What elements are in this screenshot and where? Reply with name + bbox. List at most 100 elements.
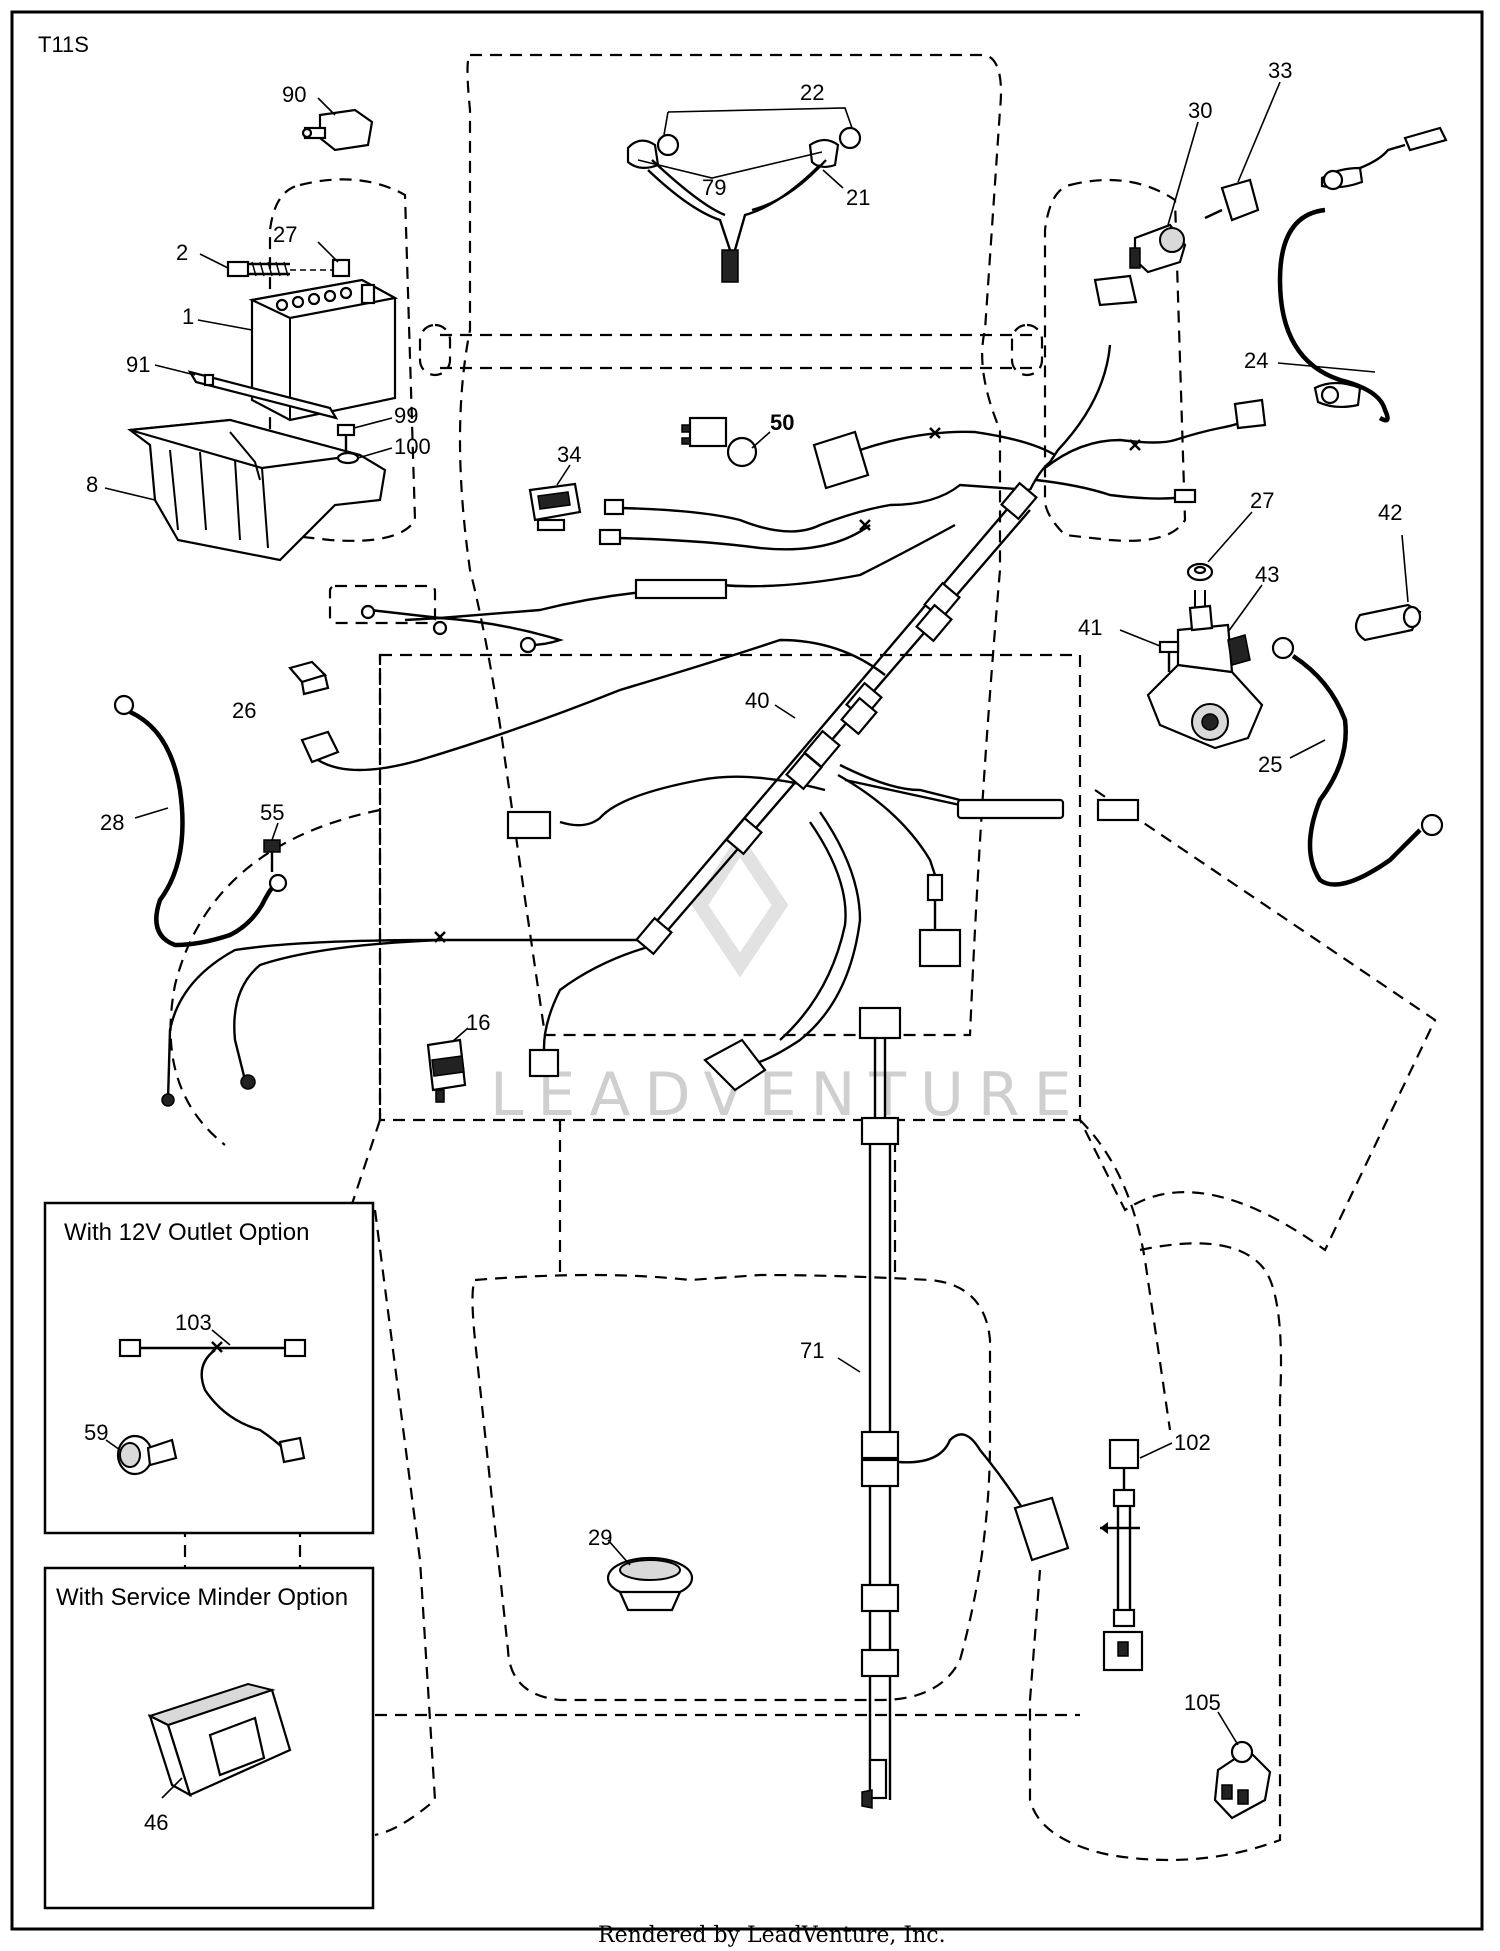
part-91-hold-down bbox=[187, 370, 339, 420]
part-41-screw bbox=[1158, 640, 1180, 672]
part-33-ignition-key bbox=[1204, 178, 1260, 222]
leader-55 bbox=[271, 822, 279, 841]
part-100-washer bbox=[336, 451, 360, 465]
leader-100 bbox=[357, 447, 393, 459]
part-2-bolt bbox=[226, 260, 290, 278]
leader-79 bbox=[637, 151, 823, 179]
callout-30: 30 bbox=[1188, 98, 1212, 123]
part-50-seat-switch bbox=[681, 416, 758, 468]
leader-91 bbox=[154, 364, 196, 376]
callout-29: 29 bbox=[588, 1525, 612, 1550]
part-102-harness-adapter bbox=[1100, 1438, 1144, 1672]
leader-24 bbox=[1277, 362, 1376, 373]
callout-103: 103 bbox=[175, 1310, 212, 1335]
leader-28 bbox=[134, 807, 169, 819]
leader-34 bbox=[556, 464, 571, 486]
callout-55: 55 bbox=[260, 800, 284, 825]
leader-41 bbox=[1119, 629, 1161, 647]
part-26-fuse bbox=[288, 660, 330, 696]
callout-102: 102 bbox=[1174, 1430, 1211, 1455]
leader-21 bbox=[822, 169, 844, 189]
leader-25 bbox=[1289, 739, 1326, 759]
leader-16 bbox=[451, 1027, 469, 1043]
leader-27a bbox=[317, 241, 339, 263]
leader-46 bbox=[161, 1777, 183, 1799]
watermark-text: LEADVENTURE bbox=[490, 1060, 1086, 1130]
leader-40 bbox=[774, 704, 796, 719]
part-34-rocker-switch bbox=[528, 482, 582, 532]
leader-33 bbox=[1237, 81, 1281, 183]
callout-71: 71 bbox=[800, 1338, 824, 1363]
part-40-main-harness bbox=[161, 274, 1267, 1107]
callout-50: 50 bbox=[770, 410, 794, 435]
leader-105 bbox=[1217, 1711, 1239, 1746]
leader-27b bbox=[1207, 511, 1253, 563]
callout-27a: 27 bbox=[273, 222, 297, 247]
part-28-ground-cable bbox=[113, 694, 288, 948]
part-27-nut bbox=[1186, 562, 1214, 582]
part-30-ignition-switch bbox=[1129, 223, 1187, 274]
callout-2: 2 bbox=[176, 240, 188, 265]
part-27-nut-top bbox=[290, 258, 351, 278]
part-71-rear-harness bbox=[858, 1006, 1070, 1809]
part-55-bolt bbox=[263, 839, 281, 872]
leader-71 bbox=[837, 1357, 861, 1373]
callout-34: 34 bbox=[557, 442, 581, 467]
callout-42: 42 bbox=[1378, 500, 1402, 525]
callout-24: 24 bbox=[1244, 348, 1268, 373]
part-105-solenoid-module bbox=[1213, 1740, 1272, 1820]
part-24-battery-cable bbox=[1277, 126, 1448, 423]
callout-99: 99 bbox=[394, 403, 418, 428]
leader-90 bbox=[317, 97, 336, 116]
leader-8 bbox=[104, 487, 156, 501]
callout-43: 43 bbox=[1255, 562, 1279, 587]
diagram-frame bbox=[10, 10, 1484, 1931]
callout-28: 28 bbox=[100, 810, 124, 835]
callout-22: 22 bbox=[800, 80, 824, 105]
watermark: LEADVENTURE bbox=[490, 832, 1086, 1130]
part-8-battery-tray bbox=[127, 418, 387, 562]
callout-21: 21 bbox=[846, 185, 870, 210]
leader-29 bbox=[607, 1539, 631, 1566]
leader-30 bbox=[1167, 121, 1199, 226]
leader-59 bbox=[105, 1439, 121, 1451]
callout-90: 90 bbox=[282, 82, 306, 107]
leader-42 bbox=[1401, 534, 1409, 603]
leader-1 bbox=[197, 319, 253, 331]
callout-27b: 27 bbox=[1250, 488, 1274, 513]
leader-103 bbox=[211, 1329, 231, 1346]
part-29-plug bbox=[606, 1556, 694, 1612]
callout-1: 1 bbox=[182, 304, 194, 329]
inset-12v-outlet: With 12V Outlet Option bbox=[43, 1201, 375, 1535]
part-25-cable bbox=[1271, 636, 1444, 887]
callout-40: 40 bbox=[745, 688, 769, 713]
callout-105: 105 bbox=[1184, 1690, 1221, 1715]
callout-79: 79 bbox=[702, 175, 726, 200]
leader-99 bbox=[353, 417, 393, 429]
inset-service-minder-title: With Service Minder Option bbox=[56, 1584, 348, 1611]
callout-25: 25 bbox=[1258, 752, 1282, 777]
callout-26: 26 bbox=[232, 698, 256, 723]
part-16-relay bbox=[426, 1038, 467, 1103]
leader-50 bbox=[751, 431, 771, 449]
leader-22 bbox=[663, 107, 853, 136]
part-42-terminal-boot bbox=[1354, 603, 1422, 642]
part-90-terminal-cover bbox=[301, 108, 374, 152]
part-43-starter-solenoid bbox=[1146, 590, 1264, 750]
leader-2 bbox=[199, 253, 229, 269]
diagram-code: T11S bbox=[38, 32, 89, 57]
callout-91: 91 bbox=[126, 352, 150, 377]
part-99-screw bbox=[336, 423, 356, 452]
callout-16: 16 bbox=[466, 1010, 490, 1035]
leader-102 bbox=[1139, 1442, 1173, 1459]
callout-33: 33 bbox=[1268, 58, 1292, 83]
inset-12v-outlet-title: With 12V Outlet Option bbox=[64, 1219, 309, 1246]
callout-100: 100 bbox=[394, 434, 431, 459]
callout-46: 46 bbox=[144, 1810, 168, 1835]
inset-service-minder: With Service Minder Option bbox=[43, 1566, 375, 1910]
part-22-headlight-harness bbox=[626, 126, 862, 283]
callout-41: 41 bbox=[1078, 615, 1102, 640]
footer-text: Rendered by LeadVenture, Inc. bbox=[598, 1923, 946, 1948]
callout-59: 59 bbox=[84, 1420, 108, 1445]
